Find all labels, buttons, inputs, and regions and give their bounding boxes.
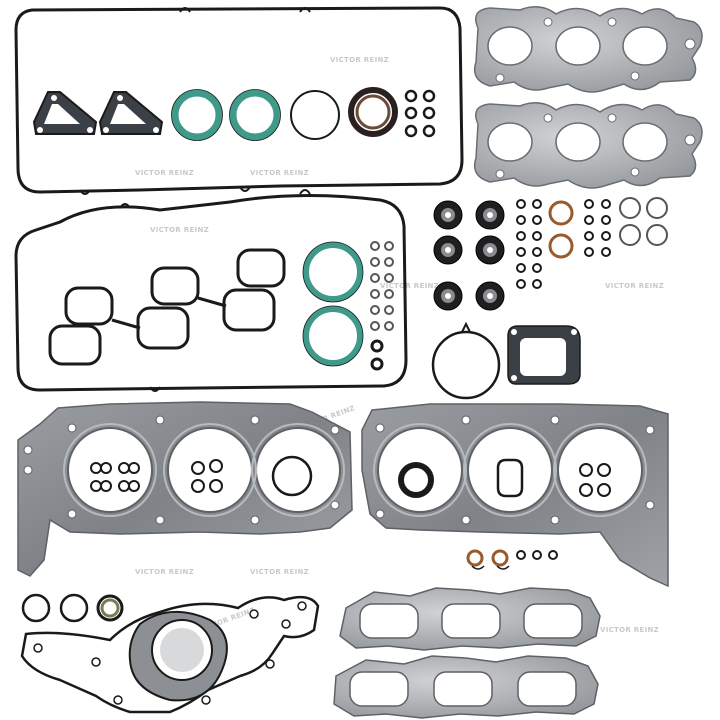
loose-o-rings-bottom <box>21 593 124 623</box>
green-o-ring <box>303 242 363 302</box>
green-o-ring <box>171 89 223 141</box>
watermark-text: VICTOR REINZ <box>135 169 194 177</box>
small-o-ring-grid-right <box>516 199 542 289</box>
valve-cover-gasket-lower <box>14 189 408 392</box>
square-flange-gasket <box>507 325 581 385</box>
small-o-ring-grid-upper <box>404 89 436 138</box>
watermark-text: VICTOR REINZ <box>250 169 309 177</box>
watermark-text: VICTOR REINZ <box>380 282 439 290</box>
o-ring-in-bore <box>271 455 313 497</box>
watermark-text: VICTOR REINZ <box>135 568 194 576</box>
exhaust-manifold-gasket-upper <box>473 6 703 93</box>
green-o-ring <box>229 89 281 141</box>
thin-o-ring <box>290 90 340 140</box>
copper-crush-washers <box>466 549 510 570</box>
tiny-o-rings <box>516 550 558 560</box>
medium-o-rings <box>619 197 668 246</box>
copper-seal-rings <box>548 200 574 259</box>
intake-manifold-gasket-lower <box>333 655 599 719</box>
small-o-ring-grid-far-right <box>584 199 611 257</box>
valve-cover-gasket-upper <box>14 6 464 195</box>
small-o-ring <box>370 339 384 353</box>
throttle-body-gasket <box>431 321 501 400</box>
head-gasket-small-rings-left <box>90 459 223 493</box>
intake-manifold-gasket-upper <box>339 587 601 651</box>
triangle-gasket-left <box>32 91 98 135</box>
crank-seal-in-head <box>398 462 434 498</box>
cylinder-head-gasket-left <box>17 401 353 577</box>
watermark-text: VICTOR REINZ <box>250 568 309 576</box>
watermark-text: VICTOR REINZ <box>605 282 664 290</box>
watermark-text: VICTOR REINZ <box>600 626 659 634</box>
watermark-text: VICTOR REINZ <box>150 226 209 234</box>
head-gasket-small-rings-right <box>579 463 611 497</box>
valve-stem-seal-set <box>433 200 505 311</box>
small-o-ring-grid-middle <box>370 241 394 331</box>
crankshaft-seal <box>348 87 398 137</box>
exhaust-manifold-gasket-lower <box>473 102 703 189</box>
water-pump-gasket <box>20 595 320 714</box>
watermark-text: VICTOR REINZ <box>330 56 389 64</box>
oval-o-ring <box>496 458 524 498</box>
intake-plenum-gasket <box>48 248 286 366</box>
small-o-ring <box>370 357 384 371</box>
triangle-gasket-right <box>98 91 164 135</box>
green-o-ring <box>303 306 363 366</box>
